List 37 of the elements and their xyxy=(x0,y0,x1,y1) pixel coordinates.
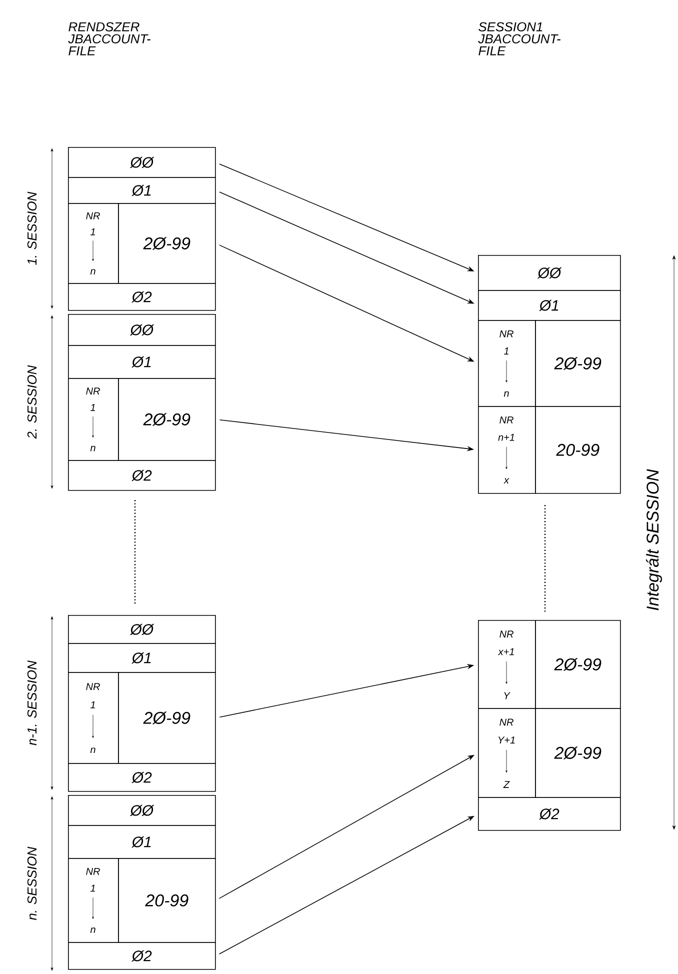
record-cell: Ø1 xyxy=(68,345,216,379)
record-cell: 2Ø-99 xyxy=(118,672,216,764)
record-cell: ØØ xyxy=(68,314,216,346)
record-cell: ØØ xyxy=(68,615,216,644)
record-cell: Ø2 xyxy=(68,460,216,491)
session-label: 2. SESSION xyxy=(27,365,37,439)
record-cell: 20-99 xyxy=(535,406,621,494)
record-number-cell: NR 1 n xyxy=(68,672,119,764)
record-cell: Ø1 xyxy=(68,825,216,859)
record-number-cell: NR 1 n xyxy=(68,378,119,461)
session-label: 1. SESSION xyxy=(27,192,37,265)
session-label: n. SESSION xyxy=(27,846,37,920)
record-cell: 20-99 xyxy=(118,858,216,943)
record-cell: 2Ø-99 xyxy=(118,378,216,461)
record-number-cell: NR n+1 x xyxy=(478,406,536,494)
session-label: n-1. SESSION xyxy=(27,660,37,746)
record-cell: Ø2 xyxy=(68,763,216,792)
record-cell: Ø1 xyxy=(68,643,216,673)
record-cell: ØØ xyxy=(478,255,621,291)
record-cell: 2Ø-99 xyxy=(535,620,621,709)
record-cell: 2Ø-99 xyxy=(118,203,216,284)
file-heading: SESSION1 JBACCOUNT- FILE xyxy=(478,22,560,56)
record-cell: ØØ xyxy=(68,795,216,826)
record-cell: Ø1 xyxy=(68,177,216,204)
file-heading: RENDSZER JBACCOUNT- FILE xyxy=(68,22,150,56)
record-cell: Ø2 xyxy=(68,942,216,970)
record-number-cell: NR x+1 Y xyxy=(478,620,536,709)
record-number-cell: NR Y+1 Z xyxy=(478,708,536,798)
record-cell: Ø2 xyxy=(68,283,216,311)
record-number-cell: NR 1 n xyxy=(68,858,119,943)
record-cell: Ø1 xyxy=(478,290,621,321)
record-cell: ØØ xyxy=(68,147,216,178)
record-cell: Ø2 xyxy=(478,797,621,831)
record-cell: 2Ø-99 xyxy=(535,320,621,407)
record-number-cell: NR 1 n xyxy=(68,203,119,284)
record-cell: 2Ø-99 xyxy=(535,708,621,798)
integrated-session-label: Integrált SESSION xyxy=(646,469,662,610)
